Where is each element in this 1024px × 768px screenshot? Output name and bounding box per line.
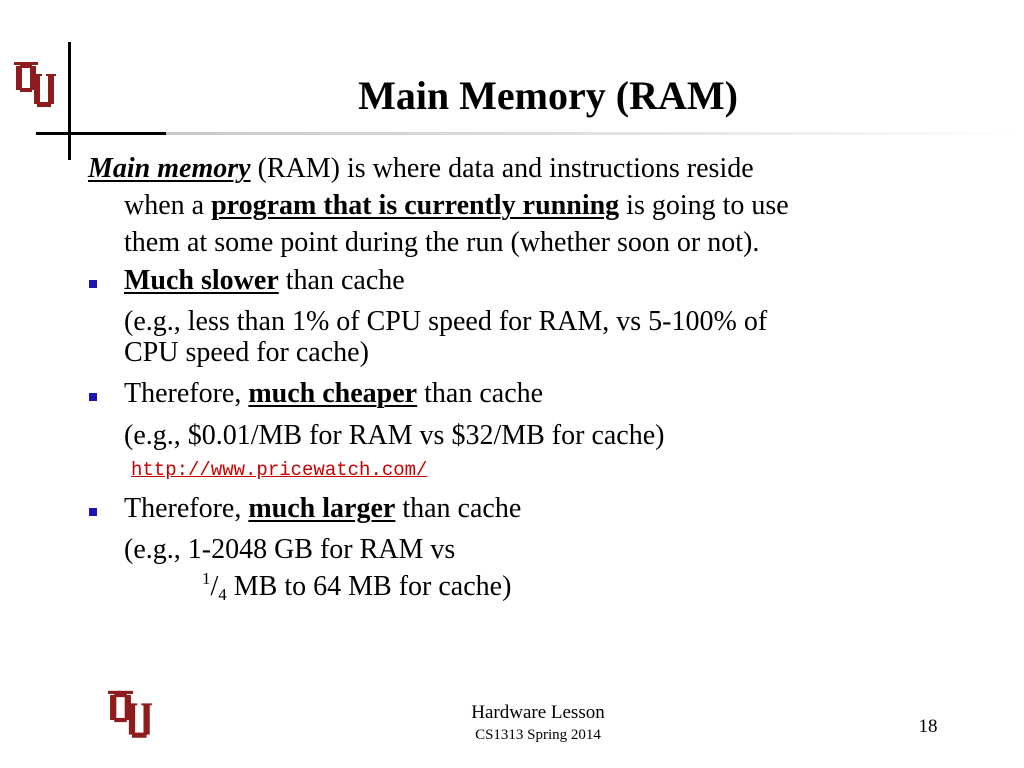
- footer-course: CS1313 Spring 2014: [475, 727, 601, 743]
- pricewatch-link[interactable]: http://www.pricewatch.com/: [131, 459, 428, 481]
- intro-text-4: them at some point during the run (wheth…: [124, 227, 760, 258]
- square-bullet-icon: [89, 280, 97, 288]
- square-bullet-icon: [89, 508, 97, 516]
- bullet-2-emphasis: much cheaper: [248, 378, 418, 409]
- bullet-3-detail-2: 1/4 MB to 64 MB for cache): [202, 570, 511, 604]
- fraction-denominator: 4: [218, 585, 227, 604]
- bullet-2-heading: Therefore, much cheaper than cache: [124, 378, 544, 409]
- square-bullet-icon: [89, 393, 97, 401]
- running-program-emphasis: program that is currently running: [211, 190, 620, 221]
- slide-number: 18: [918, 716, 938, 737]
- bullet-2-detail-1: (e.g., $0.01/MB for RAM vs $32/MB for ca…: [124, 420, 665, 451]
- title-rule: [166, 132, 1024, 135]
- intro-line-2: when a program that is currently running…: [124, 189, 789, 223]
- bullet-3-detail-1: (e.g., 1-2048 GB for RAM vs: [124, 534, 456, 565]
- footer-lesson: Hardware Lesson: [471, 702, 605, 723]
- bullet-1-detail-2: CPU speed for cache): [124, 337, 369, 368]
- bullet-3-heading: Therefore, much larger than cache: [124, 493, 522, 524]
- slide-footer: Hardware Lesson CS1313 Spring 2014: [438, 702, 638, 746]
- intro-line-1: Main memory (RAM) is where data and inst…: [88, 152, 754, 186]
- fraction-numerator: 1: [202, 569, 211, 588]
- ou-logo-icon: [108, 688, 156, 750]
- intro-text-3: is going to use: [619, 190, 789, 221]
- bullet-1-heading: Much slower than cache: [124, 265, 405, 296]
- frame-vertical-line: [68, 42, 71, 160]
- ou-logo-icon: [14, 60, 60, 118]
- intro-text-2: when a: [124, 190, 212, 221]
- frame-horizontal-line: [36, 132, 166, 135]
- intro-line-3: them at some point during the run (wheth…: [124, 226, 759, 260]
- fraction-slash: /: [210, 571, 219, 602]
- intro-text-1: (RAM) is where data and instructions res…: [250, 153, 754, 184]
- main-memory-term: Main memory: [88, 153, 251, 184]
- slide-title: Main Memory (RAM): [358, 73, 738, 118]
- bullet-1-detail-1: (e.g., less than 1% of CPU speed for RAM…: [124, 306, 768, 337]
- bullet-1-emphasis: Much slower: [124, 265, 279, 296]
- bullet-3-detail-rest: MB to 64 MB for cache): [226, 571, 512, 602]
- bullet-3-emphasis: much larger: [248, 493, 396, 524]
